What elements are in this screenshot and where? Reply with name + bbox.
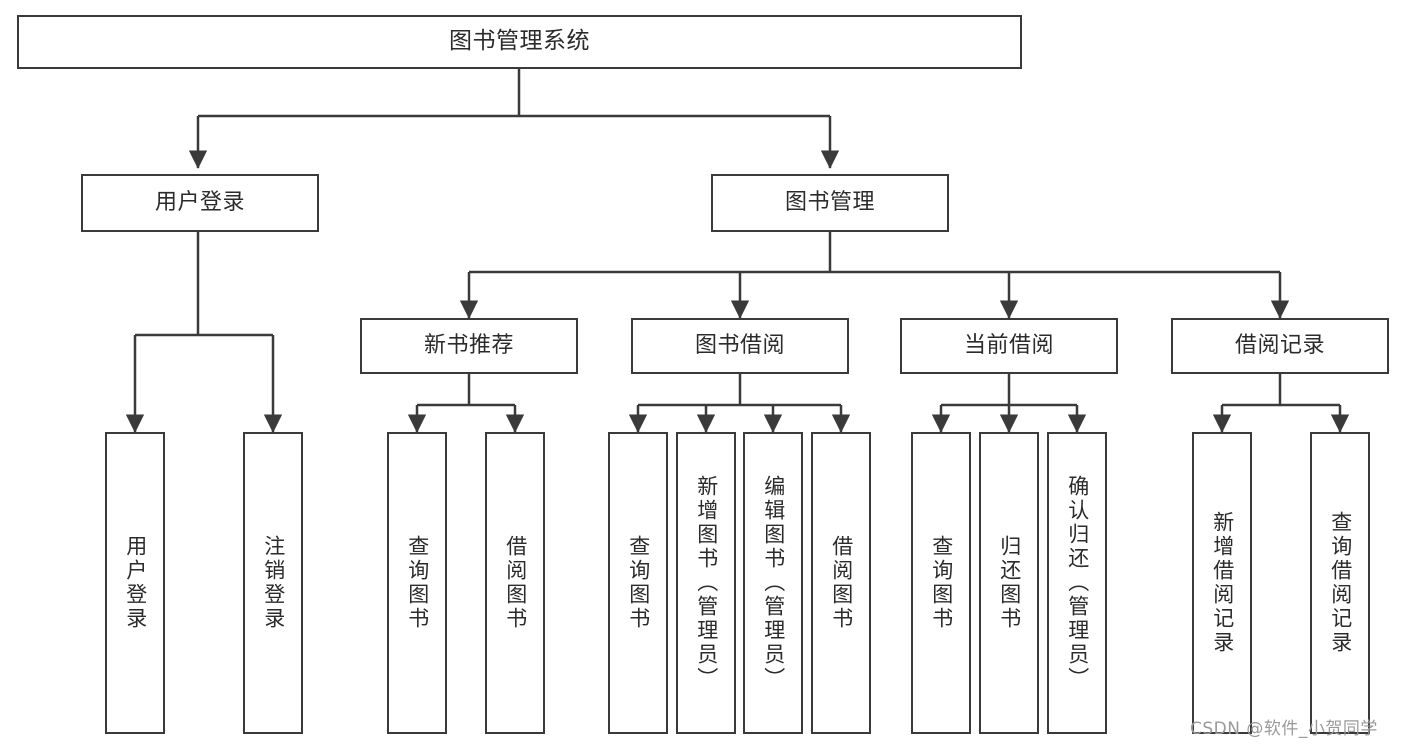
leaf-add-borrow-record[interactable]: 新增借阅记录 xyxy=(1192,432,1252,734)
leaf-query-book-borrow[interactable]: 查询图书 xyxy=(608,432,668,734)
leaf-borrow-book[interactable]: 借阅图书 xyxy=(811,432,871,734)
node-root-system[interactable]: 图书管理系统 xyxy=(17,15,1022,69)
leaf-label: 确认归还（管理员） xyxy=(1065,475,1090,691)
leaf-label: 用户登录 xyxy=(123,535,148,631)
node-label: 用户登录 xyxy=(154,189,245,215)
leaf-label: 查询图书 xyxy=(929,535,954,631)
node-user-login[interactable]: 用户登录 xyxy=(81,174,319,232)
csdn-watermark: CSDN @软件_小贺同学 xyxy=(1190,719,1378,739)
node-borrow-record[interactable]: 借阅记录 xyxy=(1171,318,1389,374)
leaf-label: 借阅图书 xyxy=(503,535,528,631)
leaf-label: 查询借阅记录 xyxy=(1328,511,1353,655)
node-current-borrow[interactable]: 当前借阅 xyxy=(900,318,1118,374)
leaf-label: 归还图书 xyxy=(997,535,1022,631)
leaf-label: 查询图书 xyxy=(626,535,651,631)
leaf-query-book-current[interactable]: 查询图书 xyxy=(911,432,971,734)
node-label: 图书借阅 xyxy=(694,332,785,358)
node-book-borrow[interactable]: 图书借阅 xyxy=(631,318,849,374)
leaf-label: 新增图书（管理员） xyxy=(694,475,719,691)
node-book-management[interactable]: 图书管理 xyxy=(711,174,949,232)
leaf-label: 新增借阅记录 xyxy=(1210,511,1235,655)
leaf-label: 注销登录 xyxy=(261,535,286,631)
leaf-label: 查询图书 xyxy=(405,535,430,631)
node-label: 新书推荐 xyxy=(423,332,514,358)
node-label: 当前借阅 xyxy=(963,332,1054,358)
leaf-label: 借阅图书 xyxy=(829,535,854,631)
node-label: 图书管理系统 xyxy=(449,28,590,55)
node-new-book-recommend[interactable]: 新书推荐 xyxy=(360,318,578,374)
node-label: 图书管理 xyxy=(784,189,875,215)
leaf-user-login[interactable]: 用户登录 xyxy=(105,432,165,734)
leaf-query-borrow-record[interactable]: 查询借阅记录 xyxy=(1310,432,1370,734)
leaf-logout[interactable]: 注销登录 xyxy=(243,432,303,734)
leaf-add-book-admin[interactable]: 新增图书（管理员） xyxy=(676,432,736,734)
leaf-confirm-return-admin[interactable]: 确认归还（管理员） xyxy=(1047,432,1107,734)
leaf-return-book[interactable]: 归还图书 xyxy=(979,432,1039,734)
node-label: 借阅记录 xyxy=(1234,332,1325,358)
leaf-borrow-book-newbook[interactable]: 借阅图书 xyxy=(485,432,545,734)
leaf-edit-book-admin[interactable]: 编辑图书（管理员） xyxy=(743,432,803,734)
leaf-label: 编辑图书（管理员） xyxy=(761,475,786,691)
leaf-query-book-newbook[interactable]: 查询图书 xyxy=(387,432,447,734)
